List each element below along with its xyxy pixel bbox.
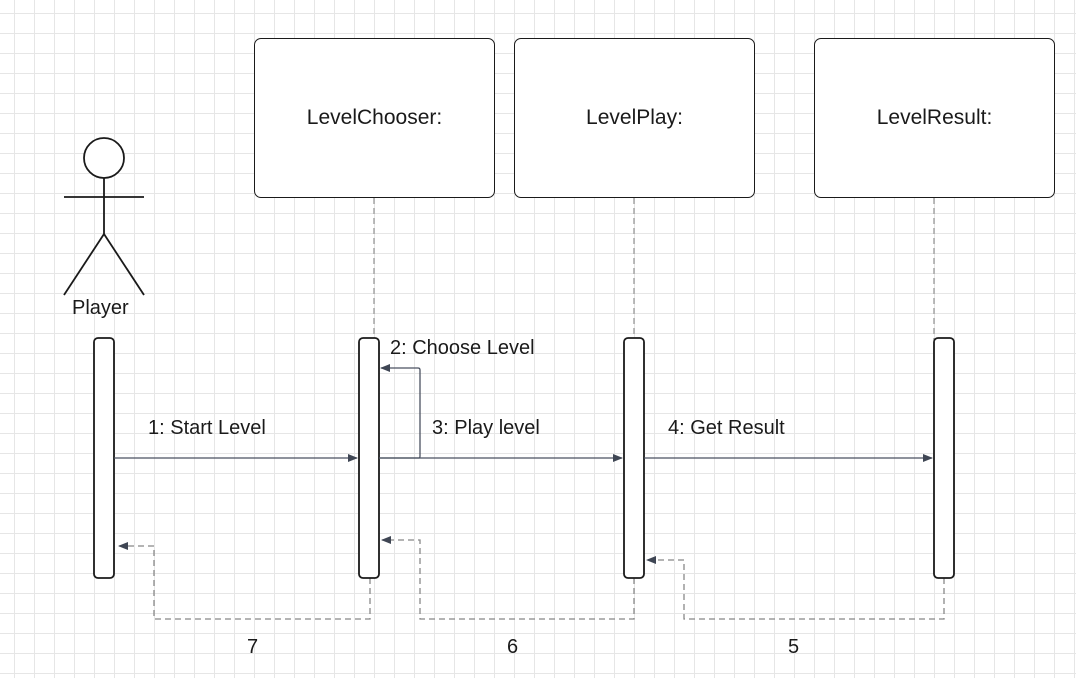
lifeline-box-levelchooser[interactable]: LevelChooser: — [254, 38, 495, 198]
player-activation-bar[interactable] — [93, 337, 115, 579]
message-label-get-result: 4: Get Result — [668, 417, 785, 439]
lifeline-box-levelresult[interactable]: LevelResult: — [814, 38, 1055, 198]
return-message-5[interactable] — [646, 556, 945, 620]
message-label-play-level: 3: Play level — [432, 417, 540, 439]
player-actor-icon[interactable] — [63, 137, 145, 296]
message-label-choose-level: 2: Choose Level — [390, 337, 535, 359]
levelresult-activation-bar[interactable] — [933, 337, 955, 579]
lifeline-title-levelresult: LevelResult: — [876, 106, 993, 129]
message-choose-level-arrow[interactable] — [379, 364, 421, 459]
return-message-7[interactable] — [118, 542, 371, 620]
return-message-6[interactable] — [381, 536, 635, 620]
lifeline-title-levelplay: LevelPlay: — [586, 106, 683, 129]
levelplay-activation-bar[interactable] — [623, 337, 645, 579]
message-label-return-5: 5 — [788, 636, 800, 658]
message-label-return-6: 6 — [507, 636, 519, 658]
lifeline-box-levelplay[interactable]: LevelPlay: — [514, 38, 755, 198]
levelchooser-activation-bar[interactable] — [358, 337, 380, 579]
message-label-return-7: 7 — [247, 636, 259, 658]
lifeline-title-levelchooser: LevelChooser: — [306, 106, 443, 129]
actor-label-player: Player — [72, 297, 129, 319]
message-label-start-level: 1: Start Level — [148, 417, 266, 439]
